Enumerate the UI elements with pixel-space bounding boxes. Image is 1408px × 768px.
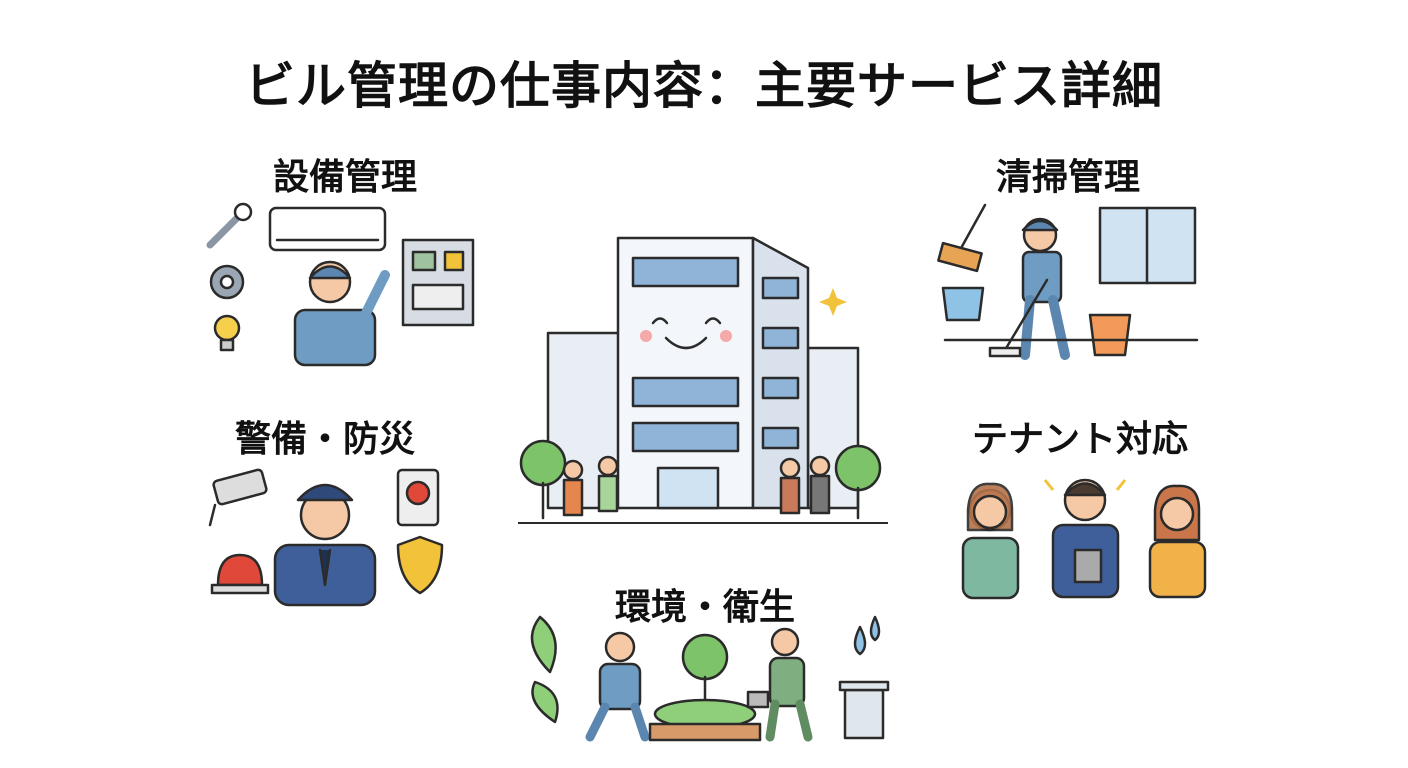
bucket-icon [941, 286, 985, 322]
alarm-light-icon [210, 553, 270, 595]
trash-can-icon [838, 680, 890, 740]
water-drop-icon [853, 615, 881, 656]
gear-icon [209, 264, 245, 300]
lightbulb-icon [213, 314, 241, 352]
gardener-icon [585, 631, 650, 742]
page-title: ビル管理の仕事内容：主要サービス詳細 [245, 57, 1163, 115]
tree-icon [648, 633, 762, 742]
tree-icon [834, 444, 882, 520]
security-camera-icon [208, 468, 268, 527]
leaf-icon [530, 615, 559, 724]
section-label-facility: 設備管理 [272, 157, 417, 198]
electrical-panel-icon [401, 238, 475, 327]
sparkle-icon [1043, 479, 1127, 491]
air-conditioner-icon [268, 206, 387, 252]
section-label-cleaning: 清掃管理 [995, 157, 1140, 198]
cleaner-icon [988, 217, 1070, 360]
technician-icon [293, 260, 390, 367]
fire-alarm-icon [396, 468, 440, 527]
tenant-illustration [961, 478, 1207, 600]
building-manager-icon [1051, 478, 1120, 599]
tenant-woman-icon [1148, 484, 1207, 599]
tree-icon [519, 439, 567, 520]
people-icon [562, 455, 831, 517]
wrench-icon [206, 202, 253, 249]
tenant-woman-icon [961, 482, 1020, 600]
bucket-icon [1088, 313, 1132, 357]
window-icon [1098, 206, 1197, 285]
section-label-tenant: テナント対応 [971, 419, 1188, 460]
smiley-face-icon [640, 317, 732, 350]
section-label-environment: 環境・衛生 [614, 587, 795, 628]
security-guard-icon [273, 483, 377, 607]
sparkle-icon [819, 288, 847, 316]
building-illustration [518, 236, 888, 524]
gardener-icon [746, 627, 813, 742]
shield-icon [396, 535, 444, 595]
security-illustration [208, 468, 444, 607]
broom-icon [937, 203, 987, 273]
cleaning-illustration [937, 203, 1199, 360]
environment-illustration [530, 615, 890, 742]
section-label-security: 警備・防災 [234, 419, 415, 460]
facility-illustration [206, 202, 475, 367]
